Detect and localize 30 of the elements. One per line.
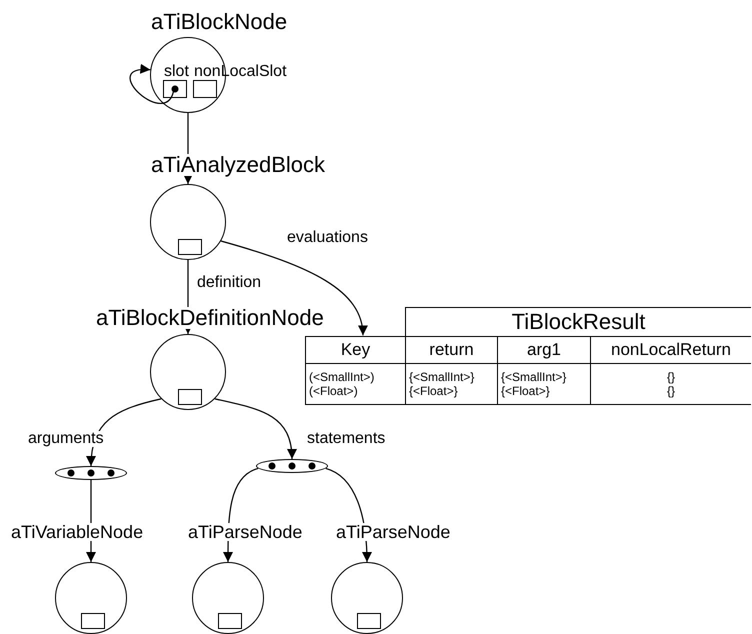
object-name: aTiBlockDefinitionNode [96,307,324,329]
arrow [130,64,175,104]
table-cell: {} [590,384,751,405]
slot-box [357,613,381,629]
table-cell: (<SmallInt>) [305,363,405,384]
arrow [220,240,367,336]
table-title: TiBlockResult [405,307,751,336]
object-name: aTiParseNode [336,523,450,541]
edge-label: arguments [28,431,104,447]
object-name: aTiVariableNode [11,523,144,541]
slot-box [178,389,202,405]
slot-box [218,613,242,629]
column-header: nonLocalReturn [590,336,751,363]
table-cell: {<Float>} [405,384,497,405]
column-header: return [405,336,497,363]
table-cell: {<SmallInt>} [405,363,497,384]
table-cell: (<Float>) [305,384,405,405]
slot-box [81,613,105,629]
collection-oval [55,466,127,480]
object-name: aTiAnalyzedBlock [151,154,326,176]
table-cell: {} [590,363,751,384]
column-header: Key [305,336,405,363]
column-header: arg1 [497,336,590,363]
arrow [214,398,296,460]
slot-box [178,239,202,255]
object-name: aTiParseNode [188,523,302,541]
collection-oval [256,459,328,473]
slot-label: slot [164,64,189,80]
table-cell: {<Float>} [497,384,590,405]
table-cell: {<SmallInt>} [497,363,590,384]
